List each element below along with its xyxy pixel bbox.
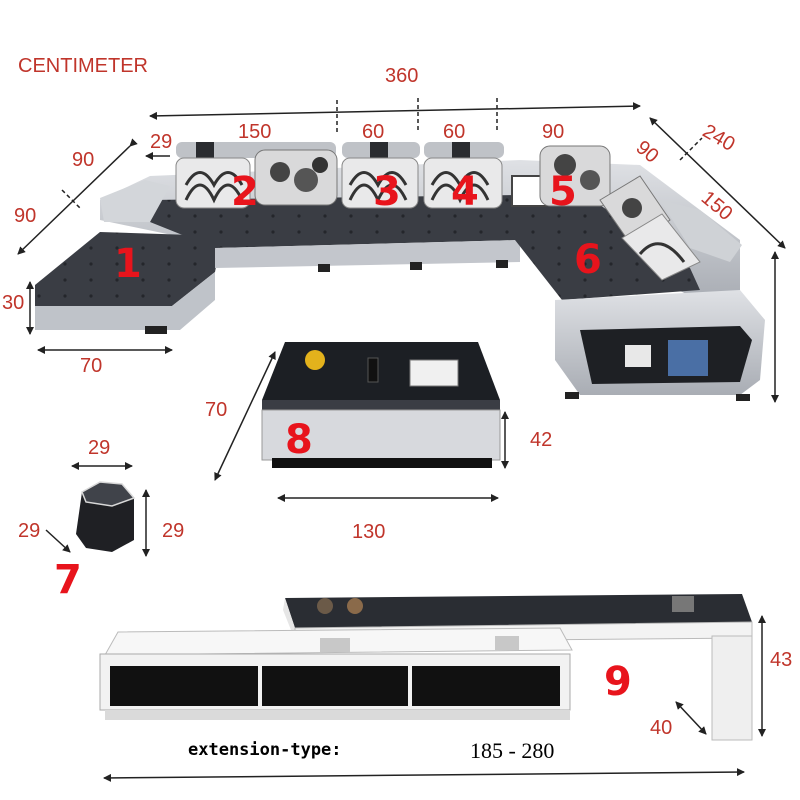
dim-left-depth-a: 90 [72,149,95,171]
piece-number-6: 6 [574,237,602,283]
dim-line-tv-extension [103,768,745,782]
shelf-books [625,345,651,367]
corner-cushion [515,200,700,300]
hexagon-stool [76,481,136,552]
tv-glass-top [285,594,752,628]
dim-line-right-depth [649,117,786,249]
dim-table-depth: 70 [205,399,228,421]
tv-top-edge [283,598,295,640]
dim-total-width: 360 [385,65,419,87]
stool-top [81,481,136,507]
arm-shelf-opening [580,326,752,384]
decor-cup [672,596,694,612]
tv-support [320,638,350,652]
sofa-leg [410,262,422,270]
table-body [261,409,501,461]
dim-seg-mid-a: 60 [362,121,385,143]
dim-left-depth-b: 90 [14,205,37,227]
tv-stand [99,594,753,741]
extension-range: 185 - 280 [470,738,555,763]
sofa-leg [565,392,579,399]
sofa-leg [145,326,167,334]
fruit-bowl [305,350,325,370]
tv-drawer [412,666,560,706]
dim-stool-height: 29 [162,520,185,542]
table-top-edge [262,400,500,410]
dim-tv-depth: 40 [650,717,673,739]
tv-side-panel [711,635,753,741]
piece-number-2: 2 [231,169,259,215]
dim-line-table-depth [214,351,276,481]
dim-arm-gap: 29 [150,131,173,153]
piece-number-9: 9 [604,659,632,705]
dim-seg-left: 150 [238,121,272,143]
dim-line-tv-depth [675,701,707,735]
seat-base [215,240,520,268]
dim-table-width: 130 [352,521,386,543]
dim-seg-right: 90 [542,121,565,143]
remote [367,357,379,383]
piece-number-4: 4 [451,169,479,215]
tv-drawer [110,666,258,706]
tv-support [495,636,519,650]
dim-stool-width: 29 [88,437,111,459]
headrest-band [196,142,214,158]
dim-line-total-width [149,102,641,120]
table-glass-top [262,342,500,400]
tv-base-plinth [105,710,570,720]
dim-stool-depth: 29 [18,520,41,542]
piece-number-7: 7 [54,557,82,603]
shelf-magazines [668,340,708,376]
dim-seat-height: 30 [2,292,25,314]
headrest-band [370,142,388,158]
decor-vase [347,598,363,614]
dim-tick [679,137,703,161]
piece-number-3: 3 [373,169,401,215]
table-base [272,458,492,468]
dim-line-left-depth [17,138,138,255]
dimension-lines [17,98,786,782]
chaise-base [35,272,215,330]
sofa-leg [318,264,330,272]
unit-label: CENTIMETER [18,55,148,77]
dim-chaise-width: 70 [80,355,103,377]
piece-number-8: 8 [285,417,313,463]
dim-table-height: 42 [530,429,553,451]
coffee-table [261,342,501,468]
tv-drawer [262,666,408,706]
extension-label: extension-type: [188,740,342,760]
sofa-leg [736,394,750,401]
decor-vase [317,598,333,614]
dim-seg-mid-b: 60 [443,121,466,143]
dim-tick [61,189,81,209]
dim-tv-height: 43 [770,649,793,671]
sofa-leg [496,260,508,268]
dim-line-stool-depth [45,529,71,553]
headrest-band [452,142,470,158]
piece-number-5: 5 [549,169,577,215]
piece-number-1: 1 [114,241,142,287]
magazine [409,359,459,387]
